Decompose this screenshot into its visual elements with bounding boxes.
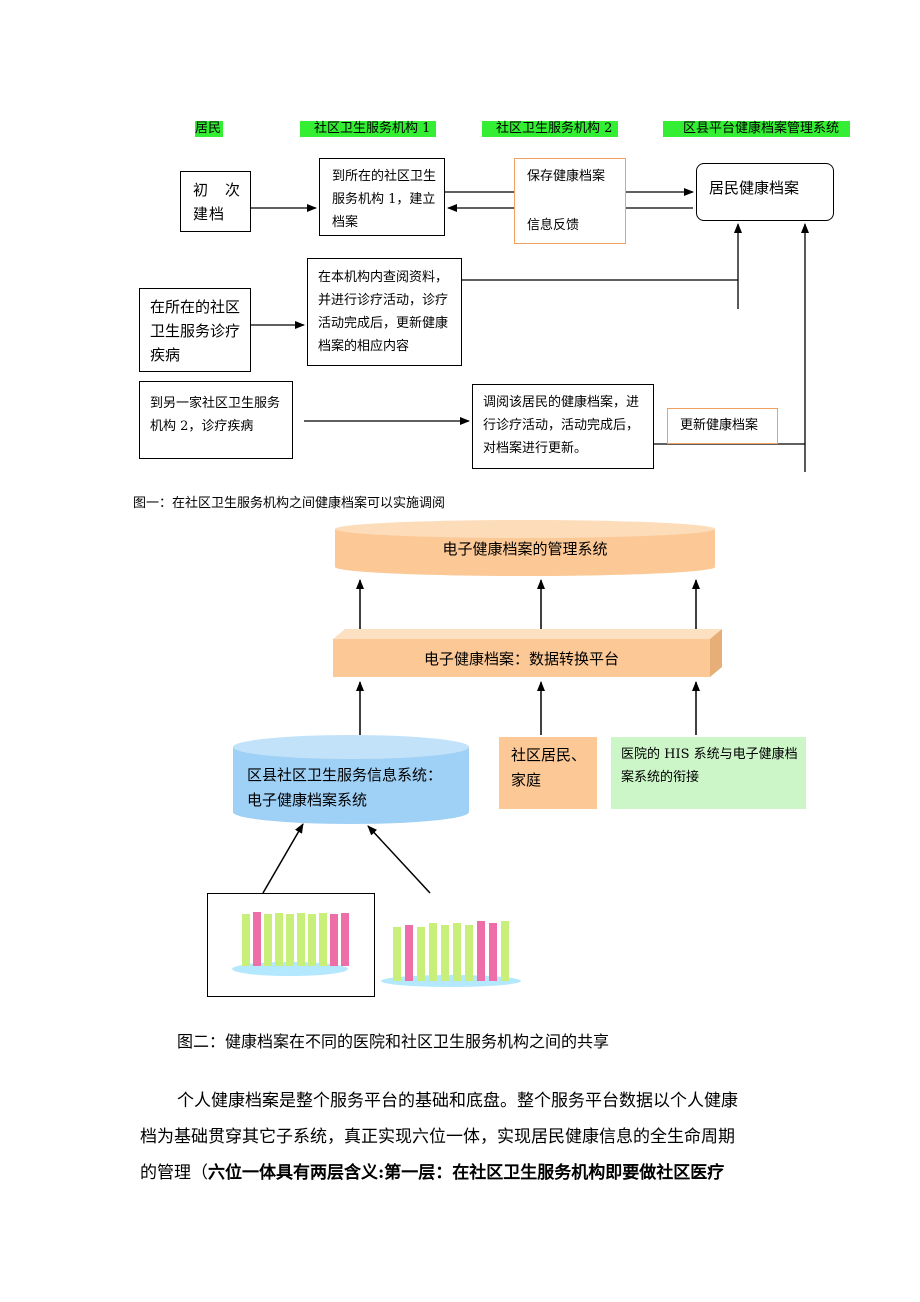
hospital-systems-image bbox=[207, 893, 375, 997]
county-system-line1: 区县社区卫生服务信息系统： bbox=[247, 766, 443, 784]
mgmt-system-label: 电子健康档案的管理系统 bbox=[442, 540, 608, 558]
community-systems-graphic bbox=[381, 921, 521, 987]
header-org2: 社区卫生服务机构 2 bbox=[482, 121, 618, 137]
paragraph-line3: 的管理（六位一体具有两层含义:第一层：在社区卫生服务机构即要做社区医疗 bbox=[140, 1155, 724, 1191]
county-system-label: 区县社区卫生服务信息系统： 电子健康档案系统 bbox=[247, 763, 442, 813]
info-feedback-label: 信息反馈 bbox=[527, 218, 580, 233]
paragraph-line3-normal: 的管理（ bbox=[140, 1163, 208, 1183]
paragraph-line1: 个人健康档案是整个服务平台的基础和底盘。整个服务平台数据以个人健康 bbox=[177, 1091, 738, 1111]
query-local-box: 在本机构内查阅资料，并进行诊疗活动，诊疗活动完成后，更新健康档案的相应内容 bbox=[307, 258, 462, 366]
hospital-systems-graphic bbox=[232, 912, 349, 976]
figure2-caption: 图二：健康档案在不同的医院和社区卫生服务机构之间的共享 bbox=[177, 1032, 610, 1051]
community-systems-image bbox=[375, 893, 527, 993]
visit-other-box: 到另一家社区卫生服务机构 2，诊疗疾病 bbox=[139, 381, 293, 459]
conversion-platform-label: 电子健康档案：数据转换平台 bbox=[423, 650, 619, 668]
figure1-caption: 图一：在社区卫生服务机构之间健康档案可以实施调阅 bbox=[133, 496, 446, 511]
resident-record-box: 居民健康档案 bbox=[696, 163, 834, 221]
paragraph-line3-bold: 六位一体具有两层含义:第一层：在社区卫生服务机构即要做社区医疗 bbox=[208, 1163, 725, 1183]
org2-record-box: 保存健康档案 信息反馈 bbox=[514, 158, 626, 244]
county-system-cylinder bbox=[233, 735, 469, 824]
his-link-box: 医院的 HIS 系统与电子健康档案系统的衔接 bbox=[611, 737, 806, 809]
access-record-box: 调阅该居民的健康档案，进行诊疗活动，活动完成后，对档案进行更新。 bbox=[472, 384, 654, 469]
header-org1: 社区卫生服务机构 1 bbox=[300, 121, 436, 137]
header-resident: 居民 bbox=[195, 121, 223, 137]
first-filing-line2: 建档 bbox=[193, 205, 226, 223]
paragraph-line2: 档为基础贯穿其它子系统，真正实现六位一体，实现居民健康信息的全生命周期 bbox=[140, 1127, 735, 1147]
first-filing-box: 初 次 建档 bbox=[180, 171, 251, 232]
update-record-box: 更新健康档案 bbox=[667, 408, 778, 444]
residents-family-line2: 家庭 bbox=[511, 771, 542, 789]
county-system-line2: 电子健康档案系统 bbox=[247, 791, 368, 809]
header-county-system: 区县平台健康档案管理系统 bbox=[663, 121, 850, 137]
visit-local-box: 在所在的社区卫生服务诊疗疾病 bbox=[139, 288, 251, 372]
save-record-label: 保存健康档案 bbox=[527, 169, 606, 184]
mgmt-system-cylinder bbox=[335, 520, 715, 576]
residents-family-line1: 社区居民、 bbox=[511, 746, 587, 764]
go-org1-box: 到所在的社区卫生服务机构 1，建立档案 bbox=[319, 158, 445, 236]
first-filing-line1: 初 次 bbox=[193, 181, 242, 199]
conversion-platform-box bbox=[333, 629, 722, 677]
residents-family-box: 社区居民、 家庭 bbox=[499, 737, 597, 809]
